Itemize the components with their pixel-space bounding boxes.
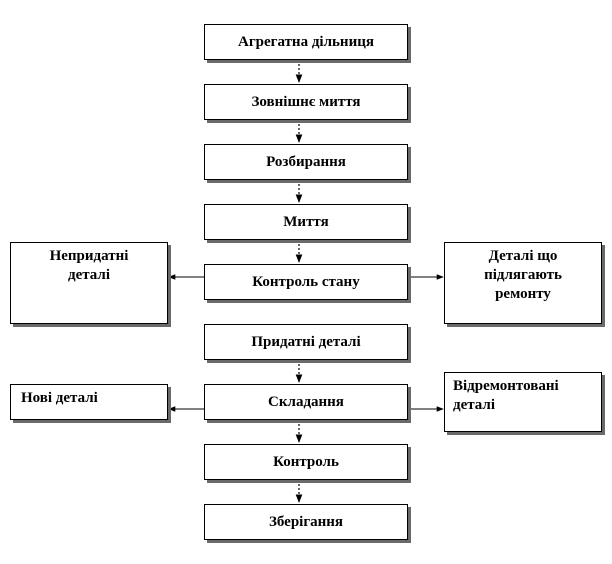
step-washing: Миття: [204, 204, 408, 240]
step-storage: Зберігання: [204, 504, 408, 540]
step-usable-parts: Придатні деталі: [204, 324, 408, 360]
repaired-parts-box: Відремонтовані деталі: [444, 372, 602, 432]
step-assembly: Складання: [204, 384, 408, 420]
repairable-parts-box: Деталі що підлягають ремонту: [444, 242, 602, 324]
step-aggregate-section-label: Агрегатна дільниця: [238, 33, 374, 50]
step-washing-label: Миття: [283, 213, 329, 230]
step-storage-label: Зберігання: [268, 513, 344, 530]
step-condition-control-label: Контроль стану: [252, 273, 360, 290]
step-control: Контроль: [204, 444, 408, 480]
step-external-washing: Зовнішнє миття: [204, 84, 408, 120]
new-parts-label: Нові деталі: [21, 390, 98, 406]
repaired-parts-label: Відремонтовані деталі: [453, 378, 559, 413]
unusable-parts-box: Непридатні деталі: [10, 242, 168, 324]
step-condition-control: Контроль стану: [204, 264, 408, 300]
step-control-label: Контроль: [273, 453, 339, 470]
repairable-parts-label: Деталі що підлягають ремонту: [484, 248, 562, 302]
new-parts-box: Нові деталі: [10, 384, 168, 420]
step-assembly-label: Складання: [268, 393, 344, 410]
step-aggregate-section: Агрегатна дільниця: [204, 24, 408, 60]
step-disassembly: Розбирання: [204, 144, 408, 180]
step-external-washing-label: Зовнішнє миття: [251, 93, 361, 110]
unusable-parts-label: Непридатні деталі: [49, 248, 129, 283]
step-disassembly-label: Розбирання: [266, 153, 346, 170]
step-usable-parts-label: Придатні деталі: [251, 333, 361, 350]
